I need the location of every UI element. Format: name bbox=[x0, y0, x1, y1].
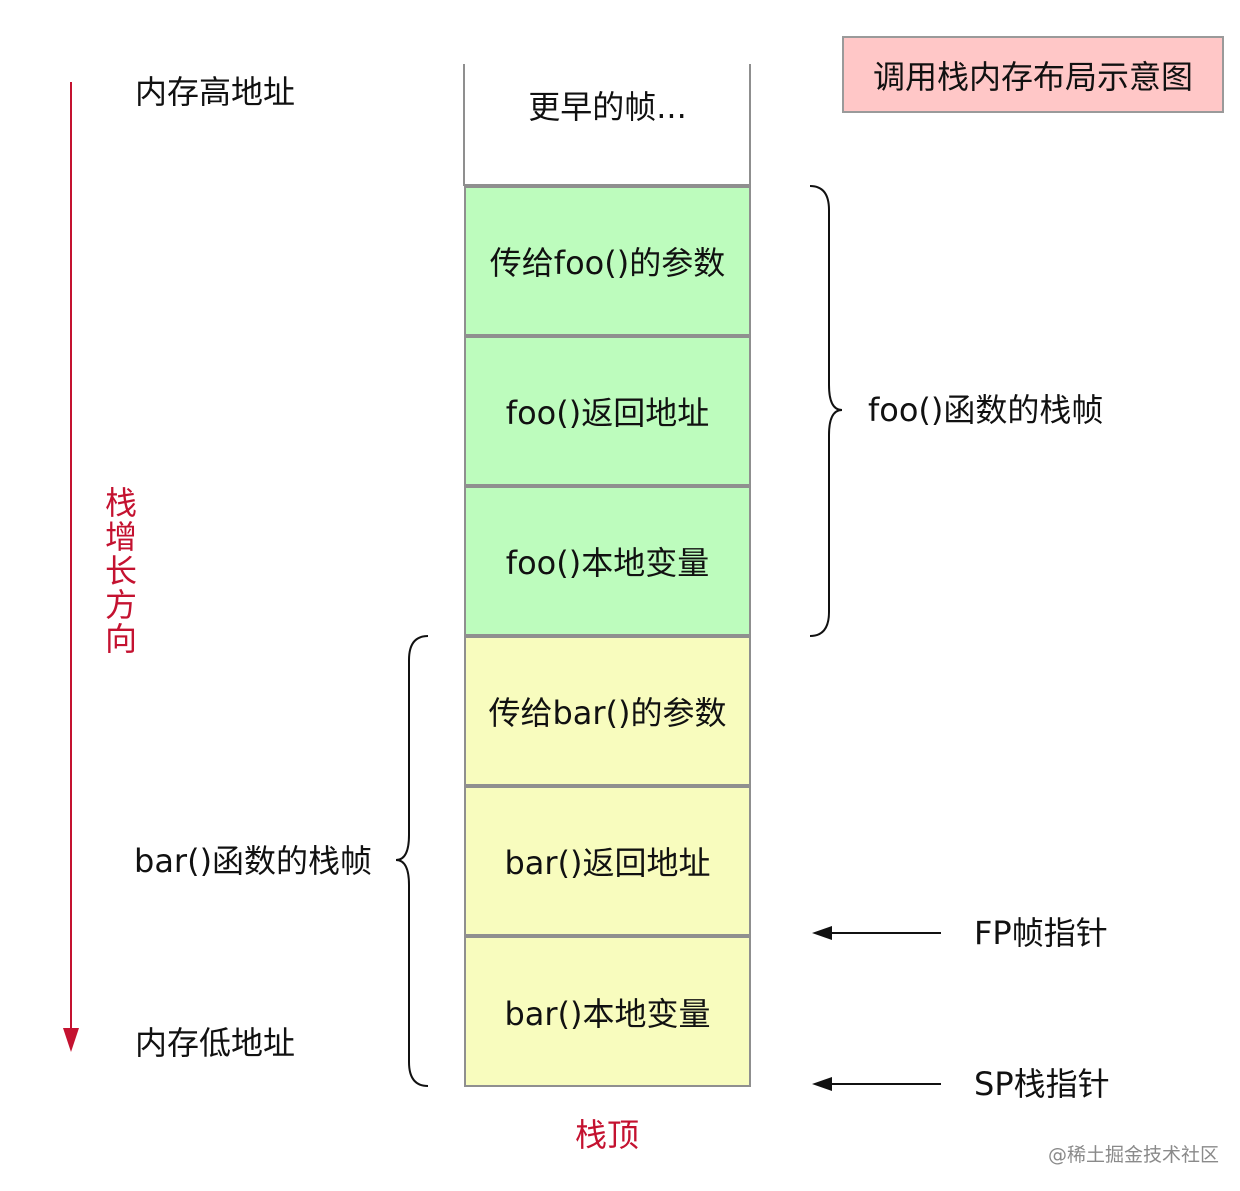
high-address-label: 内存高地址 bbox=[135, 73, 296, 111]
foo-frame-label: foo()函数的栈帧 bbox=[868, 391, 1104, 429]
stack-cell-bar-return-address: bar()返回地址 bbox=[464, 786, 751, 936]
stack-cell-bar-args: 传给bar()的参数 bbox=[464, 636, 751, 786]
fp-arrow-head bbox=[812, 926, 832, 940]
sp-arrow-head bbox=[812, 1077, 832, 1091]
growth-direction-label: 栈增长方向 bbox=[100, 486, 138, 656]
foo-frame-brace bbox=[809, 185, 843, 637]
bar-frame-brace bbox=[395, 635, 429, 1087]
watermark: @稀土掘金技术社区 bbox=[1048, 1144, 1220, 1166]
fp-pointer-label: FP帧指针 bbox=[974, 914, 1108, 952]
low-address-label: 内存低地址 bbox=[135, 1024, 296, 1062]
growth-arrow-head bbox=[63, 1028, 79, 1052]
sp-pointer-label: SP栈指针 bbox=[974, 1065, 1110, 1103]
stack-cell-bar-locals: bar()本地变量 bbox=[464, 936, 751, 1087]
stack-cell-earlier-frames: 更早的帧... bbox=[464, 64, 751, 186]
stack-cell-foo-args: 传给foo()的参数 bbox=[464, 186, 751, 336]
stack-top-label: 栈顶 bbox=[575, 1116, 640, 1154]
bar-frame-label: bar()函数的栈帧 bbox=[134, 842, 373, 880]
stack-cell-foo-return-address: foo()返回地址 bbox=[464, 336, 751, 486]
stack-cell-foo-locals: foo()本地变量 bbox=[464, 486, 751, 636]
diagram-title: 调用栈内存布局示意图 bbox=[842, 36, 1224, 113]
